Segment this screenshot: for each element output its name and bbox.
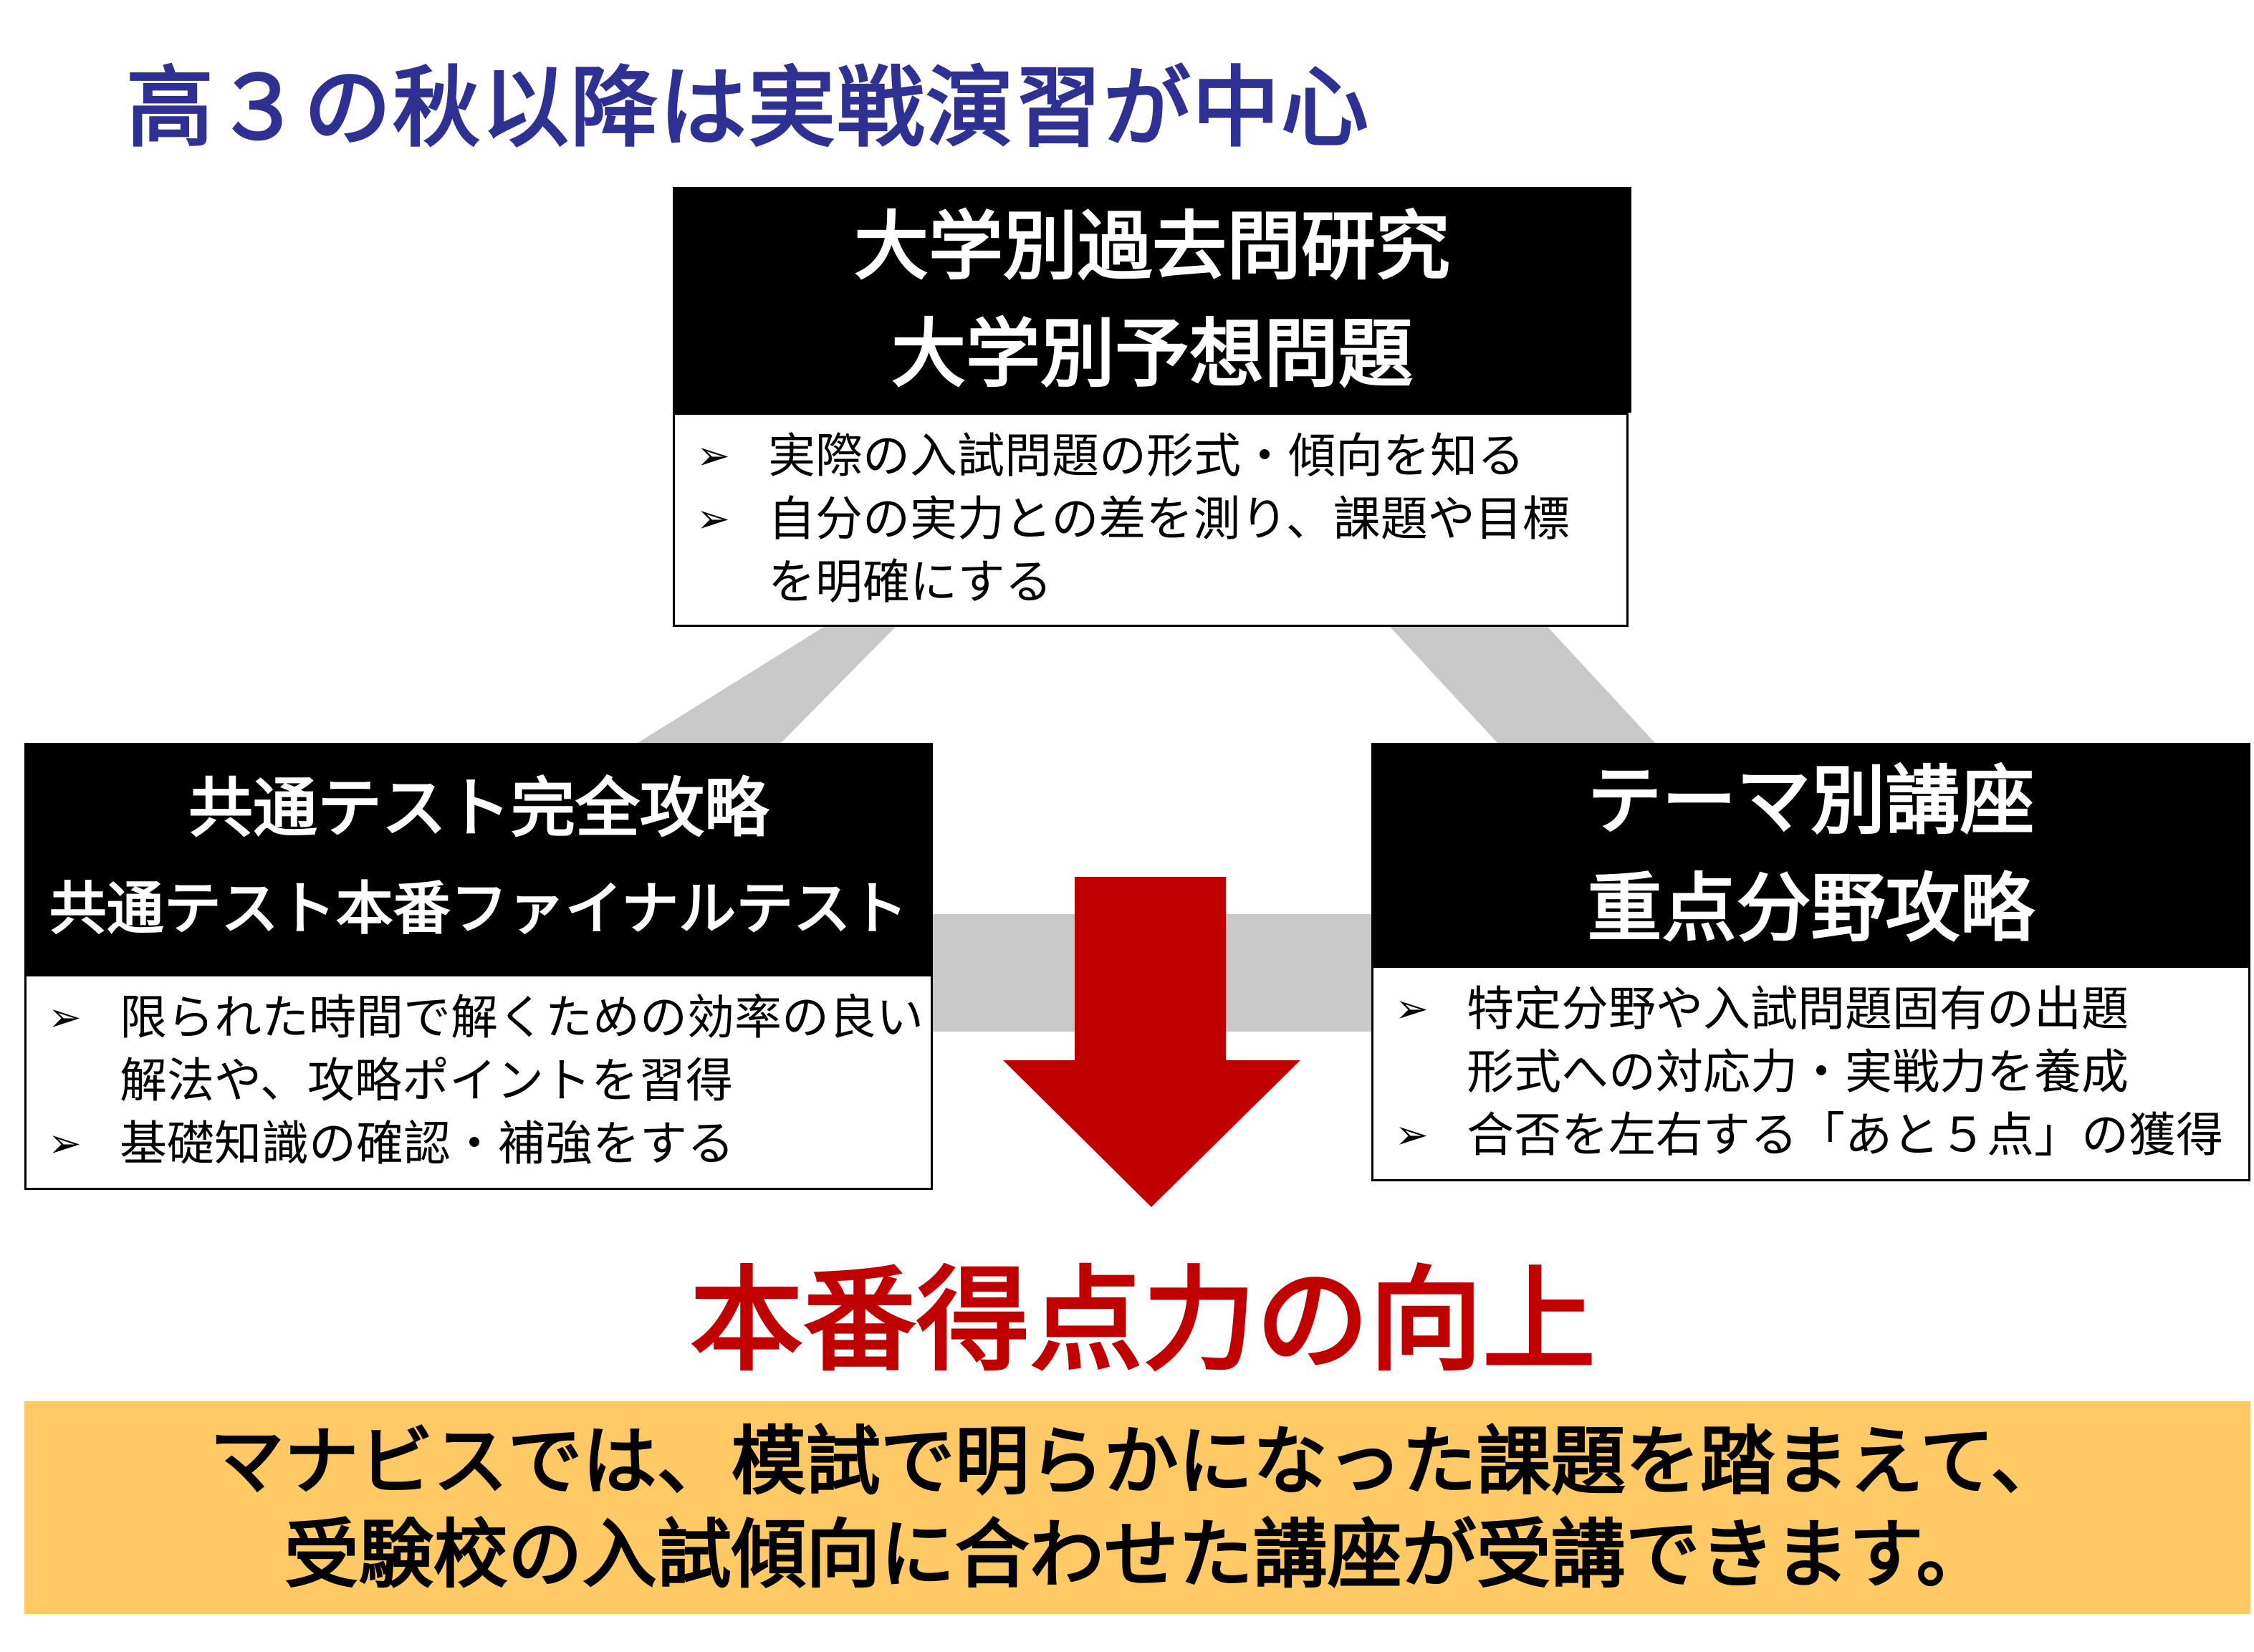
arrow-bullet-icon: ➢	[1395, 986, 1429, 1032]
list-item: ➢ 限られた時間で解くための効率の良い	[48, 986, 931, 1050]
arrow-bullet-icon: ➢	[696, 496, 730, 542]
heading: テーマ別講座	[1587, 757, 2035, 845]
connector-right	[1390, 627, 1655, 743]
heading: 重点分野攻略	[1587, 864, 2035, 952]
bullet-text: 基礎知識の確認・補強をする	[120, 1116, 734, 1171]
list-item: ➢ 合否を左右する「あと５点」の獲得	[1395, 1104, 2248, 1167]
left-box-body: ➢ 限られた時間で解くための効率の良い 解法や、攻略ポイントを習得 ➢ 基礎知識の確…	[24, 974, 933, 1190]
heading: 大学別予想問題	[891, 309, 1413, 398]
list-item: ➢ 実際の入試問題の形式・傾向を知る	[696, 425, 1626, 488]
list-item: ➢ 自分の実力との差を測り、課題や目標	[696, 488, 1626, 551]
heading: 共通テスト完全攻略	[188, 770, 769, 846]
bullet-text: 限られた時間で解くための効率の良い	[120, 990, 924, 1045]
right-box: テーマ別講座 重点分野攻略 ➢ 特定分野や入試問題固有の出題 形式への対応力・実戦…	[1371, 743, 2250, 1181]
page-title: 高３の秋以降は実戦演習が中心	[126, 57, 1370, 159]
bullet-text: 合否を左右する「あと５点」の獲得	[1467, 1108, 2223, 1163]
summary-line: 受験校の入試傾向に合わせた講座が受講できます。	[284, 1510, 1991, 1598]
left-box-header: 共通テスト完全攻略 共通テスト本番ファイナルテスト	[24, 743, 933, 974]
arrow-bullet-icon: ➢	[48, 994, 82, 1041]
list-item: ➢ 特定分野や入試問題固有の出題	[1395, 978, 2248, 1041]
right-box-header: テーマ別講座 重点分野攻略	[1371, 743, 2250, 966]
summary-line: マナビスでは、模試で明らかになった課題を踏まえて、	[209, 1417, 2066, 1505]
bullet-text: 形式への対応力・実戦力を養成	[1467, 1044, 2129, 1100]
list-item: ➢ 基礎知識の確認・補強をする	[48, 1113, 931, 1176]
connector-left	[638, 627, 896, 743]
down-arrow-icon	[1003, 877, 1300, 1207]
heading: 大学別過去問研究	[853, 202, 1450, 290]
result-heading: 本番得点力の向上	[690, 1255, 1596, 1387]
bullet-text: を明確にする	[768, 554, 1052, 610]
heading: 共通テスト本番ファイナルテスト	[49, 875, 908, 942]
bullet-text: 解法や、攻略ポイントを習得	[120, 1053, 734, 1108]
bullet-text: 自分の実力との差を測り、課題や目標	[768, 491, 1570, 547]
arrow-bullet-icon: ➢	[48, 1120, 82, 1167]
summary-band: マナビスでは、模試で明らかになった課題を踏まえて、 受験校の入試傾向に合わせた講…	[24, 1401, 2250, 1614]
bullet-text: 実際の入試問題の形式・傾向を知る	[768, 428, 1525, 484]
top-box-header: 大学別過去問研究 大学別予想問題	[673, 187, 1631, 413]
left-box: 共通テスト完全攻略 共通テスト本番ファイナルテスト ➢ 限られた時間で解くための効…	[24, 743, 933, 1190]
top-box: 大学別過去問研究 大学別予想問題 ➢ 実際の入試問題の形式・傾向を知る ➢ 自分の実…	[673, 187, 1631, 627]
right-box-body: ➢ 特定分野や入試問題固有の出題 形式への対応力・実戦力を養成 ➢ 合否を左右する「…	[1371, 966, 2250, 1181]
arrow-bullet-icon: ➢	[696, 433, 730, 479]
arrow-bullet-icon: ➢	[1395, 1112, 1429, 1158]
bullet-text: 特定分野や入試問題固有の出題	[1467, 981, 2129, 1037]
top-box-body: ➢ 実際の入試問題の形式・傾向を知る ➢ 自分の実力との差を測り、課題や目標 を明確…	[673, 413, 1629, 627]
